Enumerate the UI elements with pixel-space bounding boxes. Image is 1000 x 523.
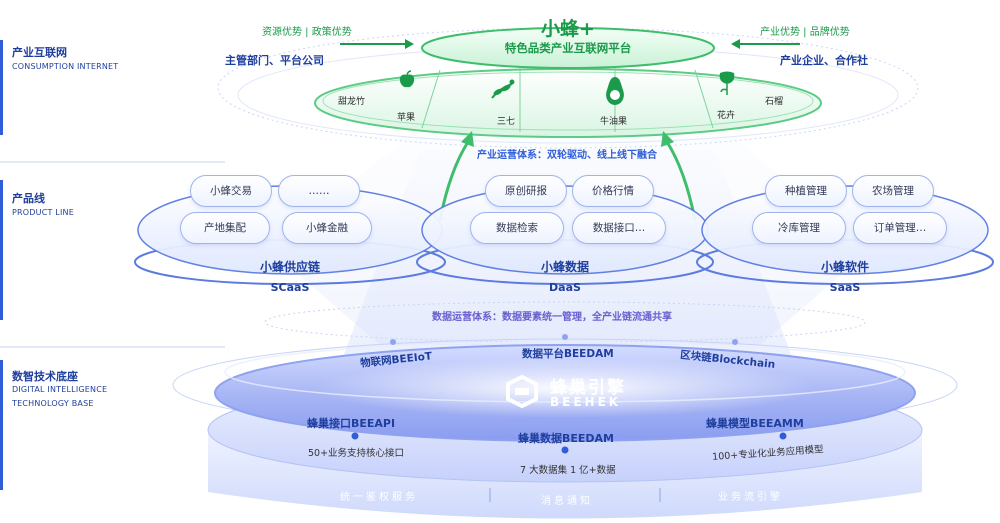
ring-label-data-platform: 数据平台BEEDAM	[522, 348, 614, 360]
section-title-internet: 产业互联网	[12, 46, 67, 59]
section-subtitle-base-2: TECHNOLOGY BASE	[12, 399, 94, 408]
section-subtitle-internet: CONSUMPTION INTERNET	[12, 62, 119, 71]
brand-title: 小蜂+	[541, 18, 595, 40]
product-label-pomegranate: 石榴	[765, 97, 784, 107]
platform-name-supply-chain: 小蜂供应链	[259, 260, 320, 274]
product-label-avocado: 牛油果	[600, 117, 628, 127]
section-subtitle-product: PRODUCT LINE	[12, 208, 74, 217]
base-service-workflow: 业务流引擎	[718, 492, 783, 503]
module-desc-beedam: 7 大数据集 1 亿+数据	[520, 465, 616, 476]
platform-name-data: 小蜂数据	[540, 260, 589, 274]
pill-origin-distribution[interactable]: 产地集配	[180, 212, 270, 244]
section-subtitle-base-1: DIGITAL INTELLIGENCE	[12, 385, 108, 394]
platform-en-daas: DaaS	[549, 281, 581, 294]
section-title-product: 产品线	[12, 192, 45, 205]
platform-en-saas: SaaS	[829, 281, 861, 294]
pill-planting-management[interactable]: 种植管理	[765, 175, 847, 207]
engine-logo-cn: 蜂巢引擎	[550, 378, 626, 398]
data-ops-label: 数据运营体系：数据要素统一管理，全产业链流通共享	[432, 312, 672, 323]
section-bar-product	[0, 180, 3, 320]
product-label-apple: 苹果	[397, 113, 416, 123]
engine-logo-en: BEEHEK	[550, 395, 622, 409]
pill-more[interactable]: ……	[278, 175, 360, 207]
pill-data-api[interactable]: 数据接口…	[572, 212, 666, 244]
left-advantage-tag: 资源优势 | 政策优势	[262, 27, 352, 38]
flower-icon	[716, 70, 738, 96]
pill-data-search[interactable]: 数据检索	[470, 212, 564, 244]
section-bar-base	[0, 360, 3, 490]
right-advantage-tag: 产业优势 | 品牌优势	[760, 27, 850, 38]
platform-en-scaas: SCaaS	[270, 281, 310, 294]
platform-name-software: 小蜂软件	[820, 260, 869, 274]
section-title-base: 数智技术底座	[12, 370, 78, 383]
module-desc-beeapi: 50+业务支持核心接口	[308, 448, 405, 459]
pill-xiaofeng-finance[interactable]: 小蜂金融	[282, 212, 372, 244]
sanqi-icon	[490, 78, 518, 102]
product-label-sweet-dragon-bamboo: 甜龙竹	[338, 97, 366, 107]
pill-price-quotes[interactable]: 价格行情	[572, 175, 654, 207]
product-label-flower: 花卉	[717, 111, 736, 121]
industry-ops-label: 产业运营体系：双轮驱动、线上线下融合	[477, 150, 657, 161]
base-service-message: 消息通知	[541, 496, 593, 507]
left-stakeholder-label: 主管部门、平台公司	[225, 54, 324, 67]
avocado-icon	[604, 76, 626, 106]
pill-original-research[interactable]: 原创研报	[485, 175, 567, 207]
pill-cold-storage-management[interactable]: 冷库管理	[752, 212, 846, 244]
pill-farm-management[interactable]: 农场管理	[852, 175, 934, 207]
module-name-beedam: 蜂巢数据BEEDAM	[518, 432, 615, 445]
pill-xiaofeng-trade[interactable]: 小蜂交易	[190, 175, 272, 207]
pill-order-management[interactable]: 订单管理…	[853, 212, 947, 244]
base-service-auth: 统一鉴权服务	[340, 492, 418, 503]
right-stakeholder-label: 产业企业、合作社	[780, 54, 868, 67]
module-name-beeamm: 蜂巢模型BEEAMM	[706, 417, 804, 430]
product-label-sanqi: 三七	[497, 117, 516, 127]
apple-icon	[397, 70, 417, 90]
section-bar-internet	[0, 40, 3, 135]
platform-title: 特色品类产业互联网平台	[504, 41, 632, 55]
module-name-beeapi: 蜂巢接口BEEAPI	[307, 417, 396, 430]
